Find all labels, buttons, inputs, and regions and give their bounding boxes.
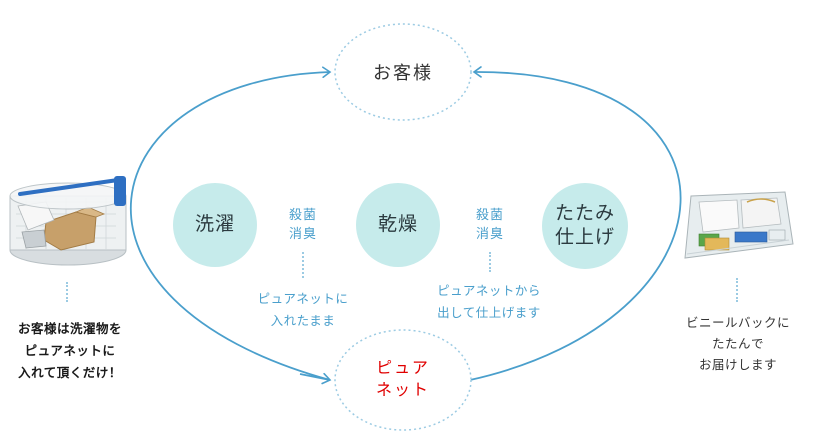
left-caption: お客様は洗濯物を ピュアネットに 入れて頂くだけ！ bbox=[0, 318, 140, 384]
right-cycle-arrow bbox=[469, 66, 682, 381]
dry-bubble: 乾燥 bbox=[356, 183, 440, 267]
wash-label: 洗濯 bbox=[194, 213, 235, 236]
right-caption-line1: ビニールバックに bbox=[685, 315, 790, 330]
wash-bubble: 洗濯 bbox=[173, 183, 257, 267]
net-node-label: ピュア ネット bbox=[335, 357, 471, 401]
folded-clothes-in-plastic-bag-icon bbox=[684, 191, 794, 259]
customer-dashed-circle bbox=[334, 23, 472, 121]
net-dashed-circle bbox=[334, 329, 472, 431]
fold-finish-bubble: たたみ 仕上げ bbox=[542, 183, 628, 269]
out-net-line2: 出して仕上げます bbox=[437, 305, 541, 320]
fold-label-line2: 仕上げ bbox=[554, 226, 615, 248]
left-caption-line1: お客様は洗濯物を bbox=[17, 321, 122, 336]
right-dotted-connector bbox=[736, 278, 738, 302]
laundry-in-net-drum-icon bbox=[9, 176, 127, 266]
net-label-line1: ピュア bbox=[376, 358, 430, 377]
sterilize-step-1: 殺菌 消臭 bbox=[278, 206, 328, 244]
customer-node-label: お客様 bbox=[373, 63, 433, 84]
left-dotted-connector bbox=[66, 282, 68, 302]
right-caption: ビニールバックに たたんで お届けします bbox=[668, 312, 808, 375]
dotted-connector-1 bbox=[302, 252, 304, 278]
in-net-line2: 入れたまま bbox=[270, 313, 336, 328]
in-net-note: ピュアネットに 入れたまま bbox=[228, 288, 378, 332]
sterilize-1-line2: 消臭 bbox=[288, 227, 317, 242]
dotted-connector-2 bbox=[489, 252, 491, 272]
sterilize-step-2: 殺菌 消臭 bbox=[465, 206, 515, 244]
right-caption-line2: たたんで bbox=[711, 336, 764, 351]
in-net-line1: ピュアネットに bbox=[257, 291, 349, 306]
left-cycle-arrow-bottom bbox=[299, 372, 332, 385]
fold-label-line1: たたみ bbox=[554, 202, 615, 225]
left-caption-line2: ピュアネットに bbox=[24, 343, 116, 358]
sterilize-1-line1: 殺菌 bbox=[288, 208, 317, 223]
out-net-note: ピュアネットから 出して仕上げます bbox=[412, 280, 566, 324]
net-label-line2: ネット bbox=[375, 380, 430, 399]
left-caption-line3: 入れて頂くだけ！ bbox=[18, 365, 122, 380]
right-caption-line3: お届けします bbox=[698, 357, 777, 372]
dry-label: 乾燥 bbox=[377, 213, 418, 236]
left-cycle-arrow bbox=[130, 66, 332, 381]
sterilize-2-line1: 殺菌 bbox=[475, 208, 504, 223]
sterilize-2-line2: 消臭 bbox=[475, 227, 504, 242]
out-net-line1: ピュアネットから bbox=[437, 283, 541, 298]
